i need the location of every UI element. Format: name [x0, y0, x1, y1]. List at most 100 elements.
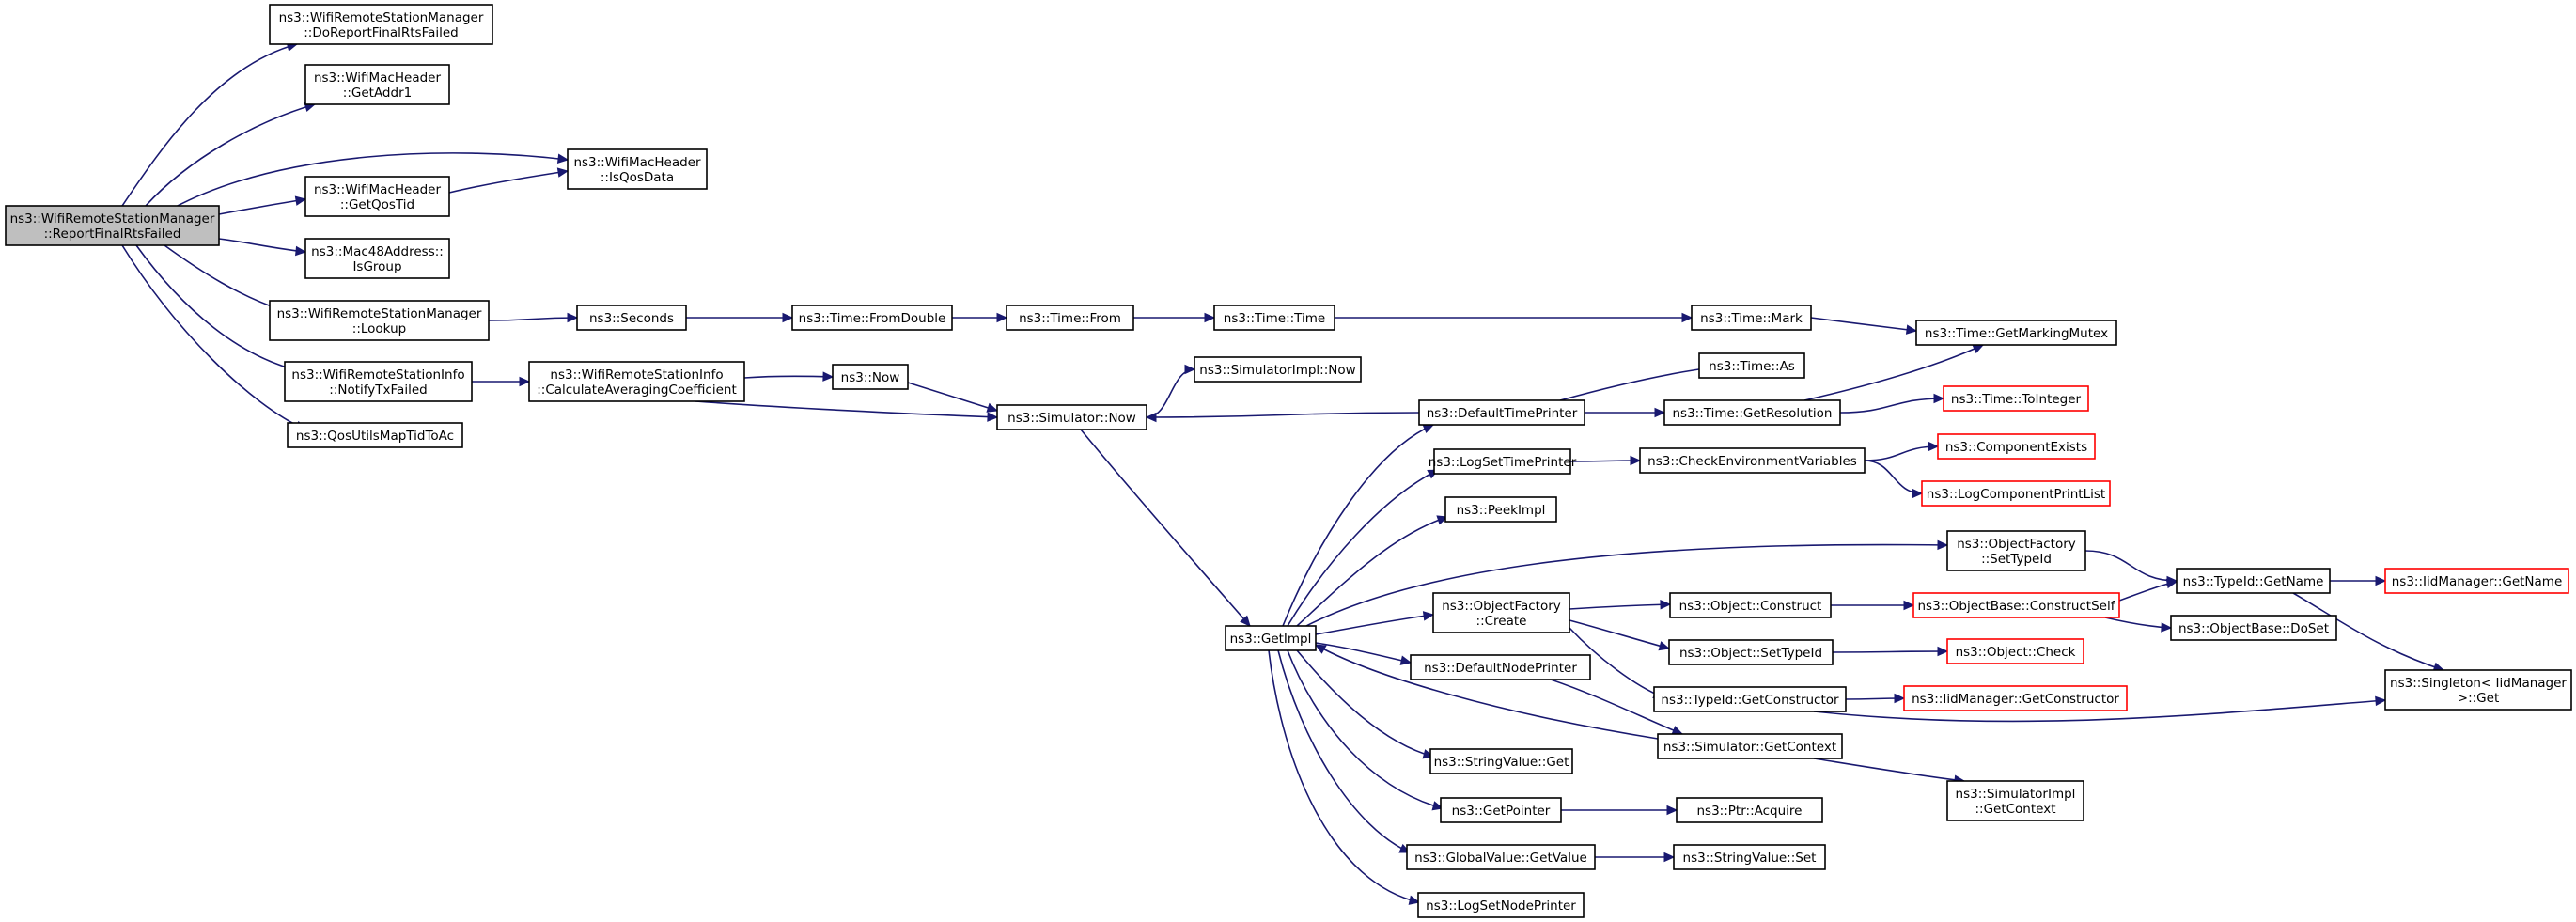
node-iidgetname[interactable]: ns3::IidManager::GetName	[2384, 568, 2569, 594]
node-box[interactable]	[1903, 685, 2128, 711]
node-objcheck[interactable]: ns3::Object::Check	[1946, 638, 2084, 664]
node-constructself[interactable]: ns3::ObjectBase::ConstructSelf	[1912, 592, 2120, 618]
node-fromdouble[interactable]: ns3::Time::FromDouble	[791, 305, 953, 331]
node-simimplgetcontext[interactable]: ns3::SimulatorImpl::GetContext	[1946, 780, 2084, 821]
node-box[interactable]	[5, 205, 220, 246]
node-globalvalueget[interactable]: ns3::GlobalValue::GetValue	[1406, 844, 1596, 870]
node-box[interactable]	[1937, 433, 2096, 460]
node-box[interactable]	[1440, 797, 1562, 823]
node-box[interactable]	[1194, 356, 1362, 383]
node-box[interactable]	[1418, 399, 1585, 426]
node-logsetnodeprinter[interactable]: ns3::LogSetNodePrinter	[1417, 892, 1585, 918]
node-timeas[interactable]: ns3::Time::As	[1698, 352, 1805, 379]
node-box[interactable]	[1673, 844, 1826, 870]
node-box[interactable]	[1663, 399, 1841, 426]
node-box[interactable]	[2384, 669, 2572, 711]
node-box[interactable]	[1657, 733, 1843, 759]
node-box[interactable]	[1410, 654, 1591, 680]
node-logsettimeprinter[interactable]: ns3::LogSetTimePrinter	[1429, 448, 1577, 475]
node-isgroup[interactable]: ns3::Mac48Address::IsGroup	[304, 238, 450, 279]
node-box[interactable]	[1432, 592, 1570, 633]
node-timemark[interactable]: ns3::Time::Mark	[1691, 305, 1812, 331]
node-objsettypeid[interactable]: ns3::Object::SetTypeId	[1668, 639, 1834, 665]
node-lookup[interactable]: ns3::WifiRemoteStationManager::Lookup	[269, 300, 490, 341]
node-objconstruct[interactable]: ns3::Object::Construct	[1669, 592, 1832, 618]
node-singletonget[interactable]: ns3::Singleton< IidManager>::Get	[2384, 669, 2572, 711]
node-root[interactable]: ns3::WifiRemoteStationManager::ReportFin…	[5, 205, 220, 246]
node-stringvalueget[interactable]: ns3::StringValue::Get	[1429, 748, 1573, 774]
node-componentexists[interactable]: ns3::ComponentExists	[1937, 433, 2096, 460]
node-box[interactable]	[1946, 780, 2084, 821]
node-defaultnodeprinter[interactable]: ns3::DefaultNodePrinter	[1410, 654, 1591, 680]
node-qosutils[interactable]: ns3::QosUtilsMapTidToAc	[287, 422, 463, 448]
node-typeidgetname[interactable]: ns3::TypeId::GetName	[2176, 568, 2331, 594]
node-box[interactable]	[832, 364, 909, 390]
node-box[interactable]	[2384, 568, 2569, 594]
node-box[interactable]	[1912, 592, 2120, 618]
node-peekimpl[interactable]: ns3::PeekImpl	[1444, 496, 1557, 523]
node-markingmutex[interactable]: ns3::Time::GetMarkingMutex	[1915, 320, 2117, 346]
node-getpointer[interactable]: ns3::GetPointer	[1440, 797, 1562, 823]
node-box[interactable]	[996, 404, 1147, 430]
node-getconstructor[interactable]: ns3::TypeId::GetConstructor	[1653, 686, 1847, 712]
node-ptracquire[interactable]: ns3::Ptr::Acquire	[1676, 797, 1823, 823]
node-objfactorycreate[interactable]: ns3::ObjectFactory::Create	[1432, 592, 1570, 633]
node-objfactorysettypeid[interactable]: ns3::ObjectFactory::SetTypeId	[1946, 530, 2086, 571]
node-box[interactable]	[1225, 625, 1317, 651]
node-isqosdata[interactable]: ns3::WifiMacHeader::IsQosData	[567, 148, 708, 190]
node-checkenv[interactable]: ns3::CheckEnvironmentVariables	[1639, 447, 1866, 474]
node-box[interactable]	[1946, 530, 2086, 571]
node-getimpl[interactable]: ns3::GetImpl	[1225, 625, 1317, 651]
node-box[interactable]	[1669, 592, 1832, 618]
node-notifytx[interactable]: ns3::WifiRemoteStationInfo::NotifyTxFail…	[284, 361, 473, 402]
node-box[interactable]	[1417, 892, 1585, 918]
node-calcavg[interactable]: ns3::WifiRemoteStationInfo::CalculateAve…	[528, 361, 745, 402]
node-getresolution[interactable]: ns3::Time::GetResolution	[1663, 399, 1841, 426]
node-box[interactable]	[791, 305, 953, 331]
node-box[interactable]	[1691, 305, 1812, 331]
node-doreport[interactable]: ns3::WifiRemoteStationManager::DoReportF…	[269, 4, 493, 45]
node-box[interactable]	[1943, 385, 2089, 412]
node-timefrom[interactable]: ns3::Time::From	[1006, 305, 1134, 331]
node-box[interactable]	[1946, 638, 2084, 664]
node-box[interactable]	[304, 176, 450, 217]
node-box[interactable]	[1676, 797, 1823, 823]
node-box[interactable]	[304, 238, 450, 279]
node-box[interactable]	[576, 305, 687, 331]
node-box[interactable]	[2176, 568, 2331, 594]
node-tointeger[interactable]: ns3::Time::ToInteger	[1943, 385, 2089, 412]
node-box[interactable]	[1213, 305, 1335, 331]
node-box[interactable]	[1915, 320, 2117, 346]
node-box[interactable]	[1433, 448, 1571, 475]
node-box[interactable]	[528, 361, 745, 402]
node-box[interactable]	[567, 148, 708, 190]
node-box[interactable]	[1444, 496, 1557, 523]
node-box[interactable]	[284, 361, 473, 402]
node-box[interactable]	[1006, 305, 1134, 331]
node-doset[interactable]: ns3::ObjectBase::DoSet	[2170, 615, 2337, 641]
node-iidgetconstructor[interactable]: ns3::IidManager::GetConstructor	[1903, 685, 2128, 711]
node-box[interactable]	[1639, 447, 1866, 474]
node-defaulttimeprinter[interactable]: ns3::DefaultTimePrinter	[1418, 399, 1585, 426]
node-box[interactable]	[2170, 615, 2337, 641]
node-simnow[interactable]: ns3::Simulator::Now	[996, 404, 1147, 430]
node-now[interactable]: ns3::Now	[832, 364, 909, 390]
node-box[interactable]	[269, 4, 493, 45]
node-box[interactable]	[1921, 480, 2111, 507]
node-logcomponentprintlist[interactable]: ns3::LogComponentPrintList	[1921, 480, 2111, 507]
node-timetime[interactable]: ns3::Time::Time	[1213, 305, 1335, 331]
node-simgetcontext[interactable]: ns3::Simulator::GetContext	[1657, 733, 1843, 759]
node-getqostid[interactable]: ns3::WifiMacHeader::GetQosTid	[304, 176, 450, 217]
node-simimplnow[interactable]: ns3::SimulatorImpl::Now	[1194, 356, 1362, 383]
node-box[interactable]	[304, 64, 450, 105]
node-box[interactable]	[1698, 352, 1805, 379]
node-box[interactable]	[1429, 748, 1573, 774]
node-box[interactable]	[1406, 844, 1596, 870]
node-seconds[interactable]: ns3::Seconds	[576, 305, 687, 331]
node-box[interactable]	[269, 300, 490, 341]
node-box[interactable]	[1668, 639, 1834, 665]
node-box[interactable]	[1653, 686, 1847, 712]
node-stringvalueset[interactable]: ns3::StringValue::Set	[1673, 844, 1826, 870]
node-box[interactable]	[287, 422, 463, 448]
node-getaddr1[interactable]: ns3::WifiMacHeader::GetAddr1	[304, 64, 450, 105]
